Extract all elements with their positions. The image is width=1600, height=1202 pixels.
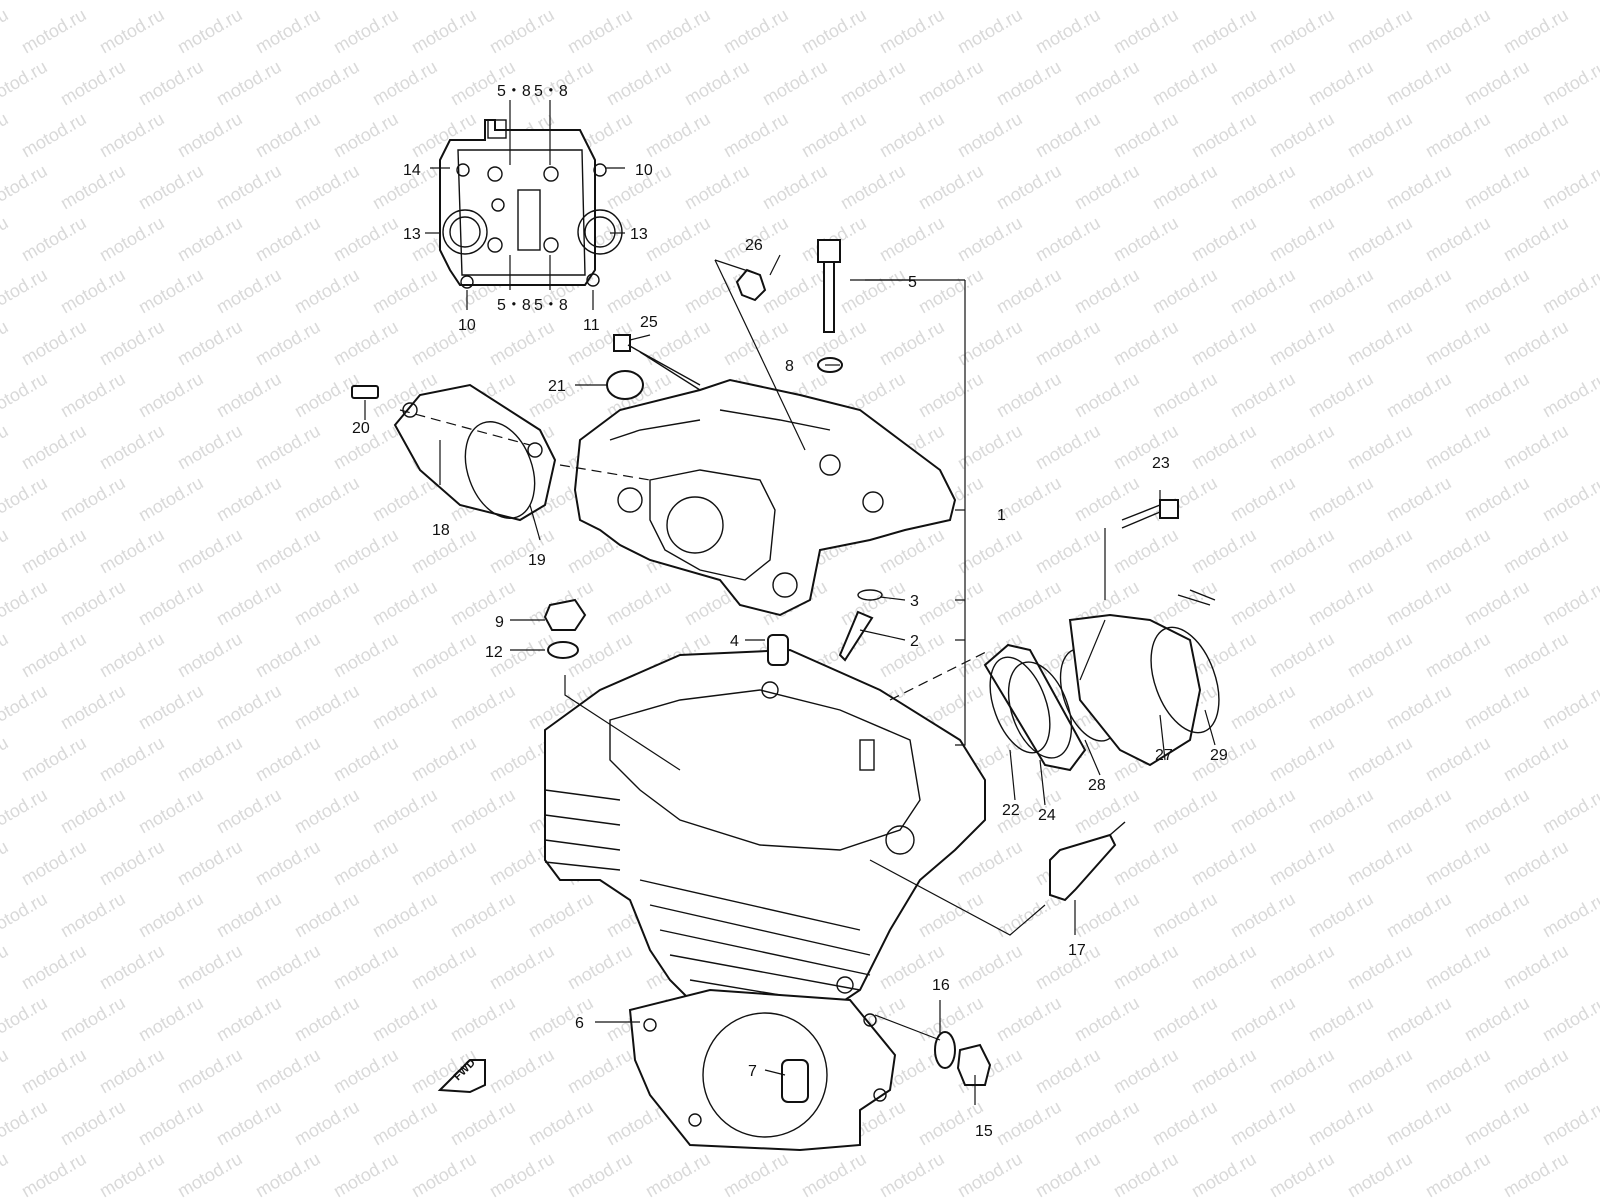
callout-23: 23 bbox=[1152, 455, 1170, 472]
leader-lines bbox=[364, 100, 1216, 1105]
callout-5-8-bottom-right: 5・8 bbox=[534, 297, 568, 314]
callout-5-8-bottom-left: 5・8 bbox=[497, 297, 531, 314]
bolt-pattern-inset bbox=[439, 119, 623, 289]
callout-18: 18 bbox=[432, 522, 450, 539]
dowel-pin-4 bbox=[767, 634, 789, 666]
callout-28: 28 bbox=[1088, 777, 1106, 794]
callout-4: 4 bbox=[730, 633, 739, 650]
callout-10-top: 10 bbox=[635, 162, 653, 179]
callout-3: 3 bbox=[910, 593, 919, 610]
plug-15 bbox=[956, 1043, 992, 1086]
callout-11: 11 bbox=[583, 317, 600, 334]
bolt-25 bbox=[613, 334, 701, 391]
callout-2: 2 bbox=[910, 633, 919, 650]
callout-5-8-top-left: 5・8 bbox=[497, 83, 531, 100]
gasket-16 bbox=[934, 1031, 956, 1069]
cylinder-head-cover bbox=[573, 378, 957, 617]
callout-6: 6 bbox=[575, 1015, 584, 1032]
cylinder-head bbox=[544, 648, 986, 1022]
callout-8: 8 bbox=[785, 358, 794, 375]
callout-21: 21 bbox=[548, 378, 566, 395]
callout-15: 15 bbox=[975, 1123, 993, 1140]
callout-24: 24 bbox=[1038, 807, 1056, 824]
o-ring-3 bbox=[857, 589, 883, 601]
callout-20: 20 bbox=[352, 420, 370, 437]
callout-25: 25 bbox=[640, 314, 658, 331]
callout-19: 19 bbox=[528, 552, 546, 569]
callout-13-right: 13 bbox=[630, 226, 648, 243]
callout-5-8-top-right: 5・8 bbox=[534, 83, 568, 100]
bolt-23 bbox=[1121, 499, 1179, 529]
nut-26 bbox=[735, 268, 767, 302]
callout-7: 7 bbox=[748, 1063, 757, 1080]
callout-27: 27 bbox=[1155, 747, 1173, 764]
callout-10-bottom: 10 bbox=[458, 317, 476, 334]
callout-16: 16 bbox=[932, 977, 950, 994]
callout-5: 5 bbox=[908, 274, 917, 291]
bolt-20 bbox=[351, 385, 379, 399]
callout-22: 22 bbox=[1002, 802, 1020, 819]
dowel-pin-7 bbox=[781, 1059, 809, 1103]
callout-9: 9 bbox=[495, 614, 504, 631]
head-gasket bbox=[628, 988, 897, 1152]
intake-pipe-assembly bbox=[983, 589, 1220, 772]
stud-2 bbox=[838, 610, 874, 662]
callout-14: 14 bbox=[403, 162, 421, 179]
nut-9 bbox=[543, 598, 587, 631]
spark-plug-17 bbox=[1049, 821, 1126, 902]
fwd-arrow: FWD bbox=[437, 1057, 486, 1094]
callout-29: 29 bbox=[1210, 747, 1228, 764]
callout-1: 1 bbox=[997, 507, 1006, 524]
oil-filter-cap bbox=[393, 383, 557, 522]
callout-13-left: 13 bbox=[403, 226, 421, 243]
washer-12 bbox=[547, 641, 579, 659]
callout-17: 17 bbox=[1068, 942, 1086, 959]
callout-labels: 1 2 3 4 5 6 7 8 9 10 10 11 12 13 13 14 1… bbox=[352, 83, 1228, 1140]
oil-seal-21 bbox=[606, 370, 644, 400]
callout-12: 12 bbox=[485, 644, 503, 661]
bolt-5 bbox=[817, 239, 841, 333]
callout-26: 26 bbox=[745, 237, 763, 254]
